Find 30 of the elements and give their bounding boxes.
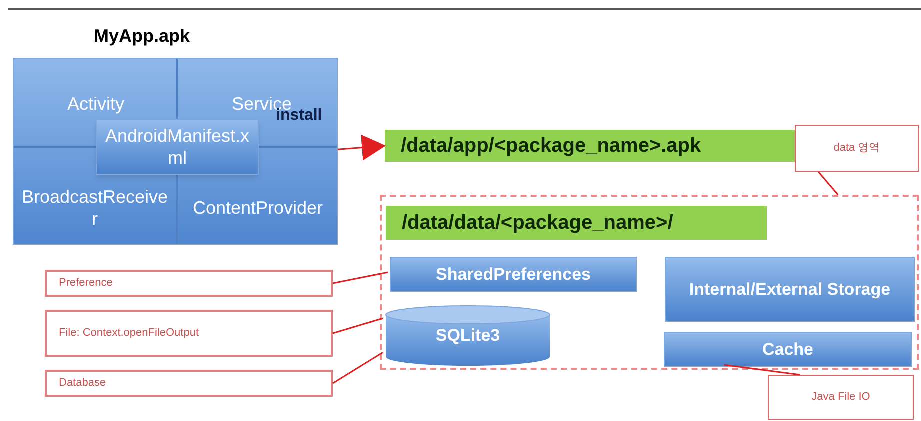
node-label: /data/app/<package_name>.apk	[400, 134, 702, 158]
callout-text: data 영역	[832, 142, 882, 156]
node-label: BroadcastReceiver	[20, 186, 170, 230]
callout-box	[45, 270, 333, 297]
node-label: SQLite3	[434, 325, 502, 347]
component-box	[390, 257, 637, 292]
arrow	[338, 134, 386, 161]
component-box	[96, 119, 259, 175]
database-cylinder	[385, 305, 551, 367]
callout-text: Preference	[58, 276, 114, 290]
component-box	[665, 257, 915, 322]
node-label: Internal/External Storage	[688, 278, 892, 300]
node-label: Activity	[66, 92, 126, 116]
node-label: Cache	[761, 338, 815, 360]
callout-text: Database	[58, 376, 108, 390]
path-bar	[385, 130, 795, 162]
node-label: SharedPreferences	[435, 264, 592, 286]
callout-text: File: Context.openFileOutput	[58, 326, 200, 340]
path-bar	[386, 206, 767, 240]
node-label: AndroidManifest.xml	[104, 124, 251, 170]
callout-box	[795, 125, 919, 172]
callout-box	[768, 375, 914, 420]
callout-box	[45, 310, 333, 357]
node-label: ContentProvider	[192, 196, 324, 220]
component-box	[664, 332, 912, 367]
callout-text: Java File IO	[810, 390, 872, 404]
dashed-region	[380, 195, 919, 370]
package-title: MyApp.apk	[94, 25, 190, 48]
callout-box	[45, 370, 333, 397]
node-label: /data/data/<package_name>/	[401, 210, 674, 236]
